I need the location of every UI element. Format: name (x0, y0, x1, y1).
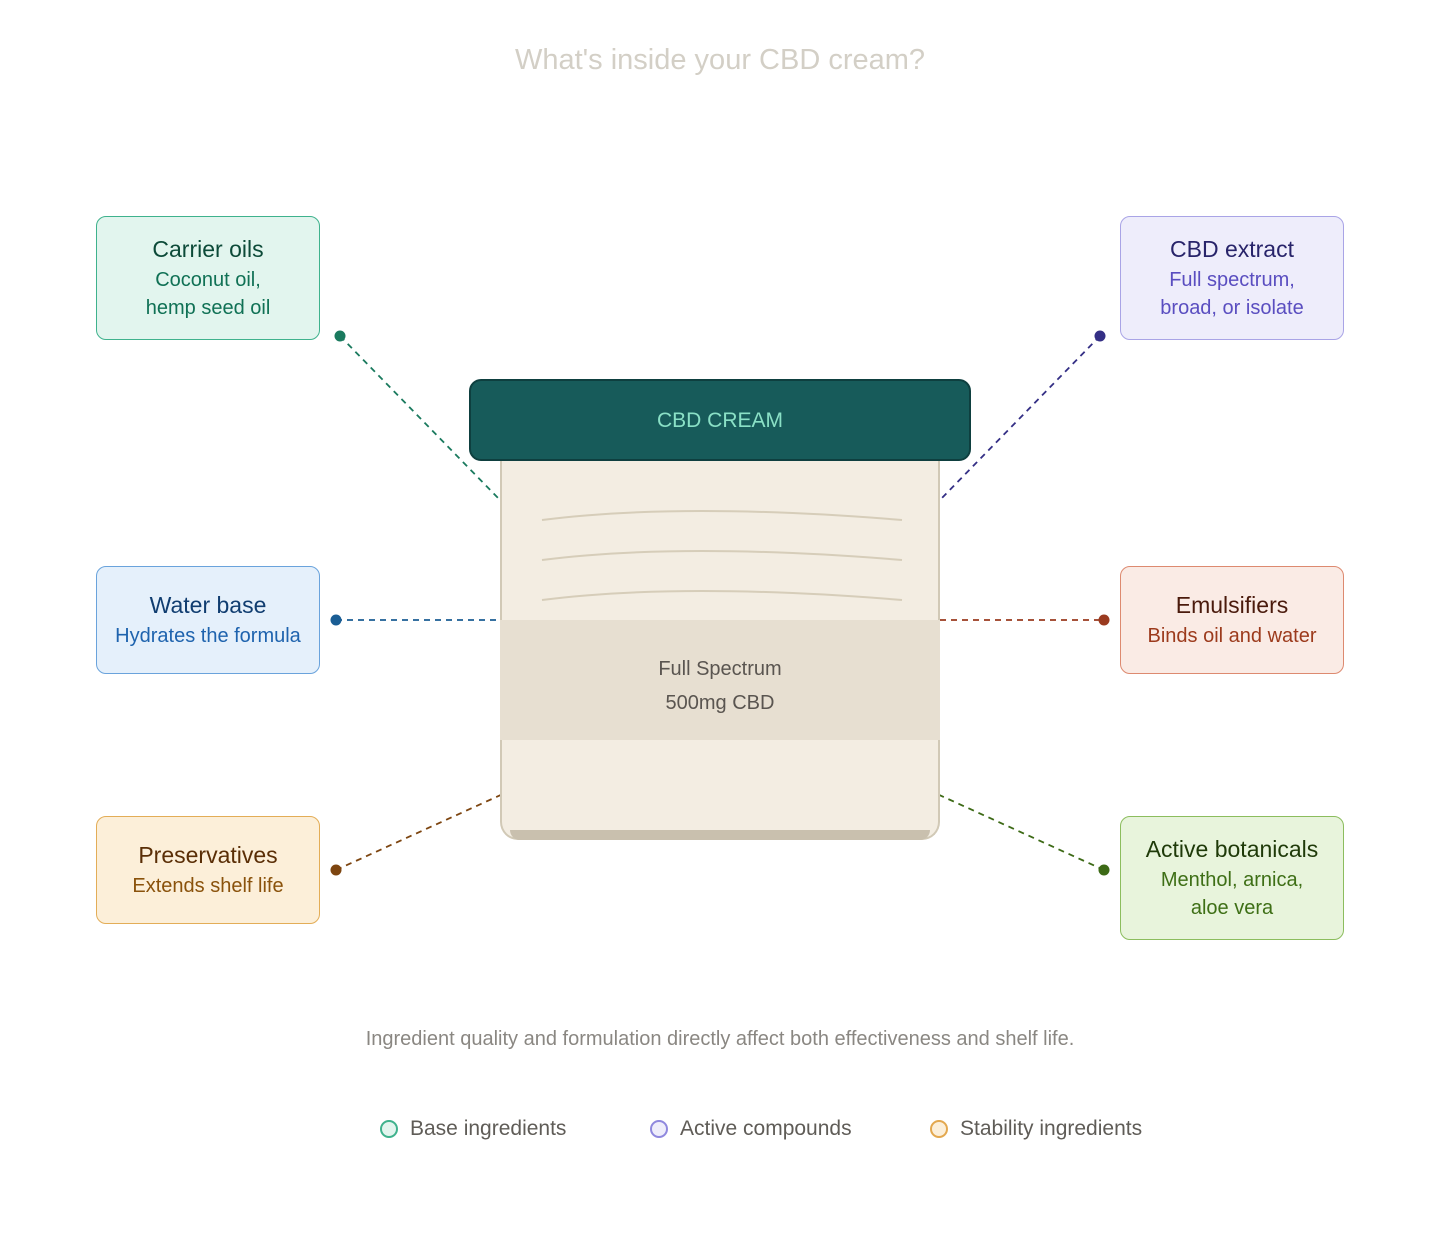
jar-label: Full Spectrum 500mg CBD (500, 620, 940, 740)
legend-swatch (930, 1120, 948, 1138)
ingredient-water-base: Water base Hydrates the formula (96, 566, 320, 674)
ingredient-desc: Coconut oil, hemp seed oil (97, 266, 319, 322)
cream-texture-lines (541, 510, 903, 601)
ingredient-title: Carrier oils (152, 236, 264, 262)
ingredient-title: Emulsifiers (1175, 592, 1289, 618)
ingredient-desc-line: Coconut oil, (155, 269, 261, 291)
ingredient-desc: Full spectrum, broad, or isolate (1121, 266, 1343, 322)
ingredient-title: Water base (149, 592, 267, 618)
connector-active-botanicals (901, 777, 1110, 876)
jar-base (510, 830, 930, 840)
legend-label: Stability ingredients (960, 1117, 1143, 1140)
connector-preservatives (330, 777, 539, 876)
ingredient-carrier-oils: Carrier oils Coconut oil, hemp seed oil (96, 216, 320, 340)
ingredient-desc: Hydrates the formula (115, 625, 301, 647)
legend-label: Base ingredients (410, 1117, 567, 1140)
diagram-title: What's inside your CBD cream? (514, 44, 926, 76)
ingredient-desc: Menthol, arnica, aloe vera (1121, 866, 1343, 922)
ingredient-desc-line: Full spectrum, (1169, 269, 1295, 291)
ingredient-title: Preservatives (138, 842, 278, 868)
ingredient-desc-line: hemp seed oil (145, 297, 271, 319)
ingredient-emulsifiers: Emulsifiers Binds oil and water (1120, 566, 1344, 674)
ingredient-title: CBD extract (1170, 236, 1294, 262)
legend-item-stability: Stability ingredients (930, 1115, 1142, 1143)
ingredient-desc-line: aloe vera (1190, 897, 1274, 919)
jar-label-line1: Full Spectrum (658, 658, 782, 680)
jar-lid: CBD CREAM (469, 379, 971, 461)
ingredient-desc: Extends shelf life (132, 875, 284, 897)
legend-item-base: Base ingredients (380, 1115, 566, 1143)
ingredient-preservatives: Preservatives Extends shelf life (96, 816, 320, 924)
ingredient-desc-line: Menthol, arnica, (1160, 869, 1304, 891)
ingredient-title: Active botanicals (1145, 836, 1319, 862)
legend-swatch (650, 1120, 668, 1138)
ingredient-desc-line: broad, or isolate (1160, 297, 1304, 319)
ingredient-active-botanicals: Active botanicals Menthol, arnica, aloe … (1120, 816, 1344, 940)
legend-item-active: Active compounds (650, 1115, 852, 1143)
ingredient-desc: Binds oil and water (1147, 625, 1317, 647)
caption-text: Ingredient quality and formulation direc… (365, 1028, 1075, 1050)
jar-label-line2: 500mg CBD (665, 692, 775, 714)
connector-water-base (330, 614, 500, 626)
connector-emulsifiers (940, 614, 1110, 626)
legend-label: Active compounds (680, 1117, 852, 1140)
connector-carrier-oils (334, 330, 501, 501)
ingredient-cbd-extract: CBD extract Full spectrum, broad, or iso… (1120, 216, 1344, 340)
legend-swatch (380, 1120, 398, 1138)
connector-cbd-extract (939, 330, 1106, 501)
